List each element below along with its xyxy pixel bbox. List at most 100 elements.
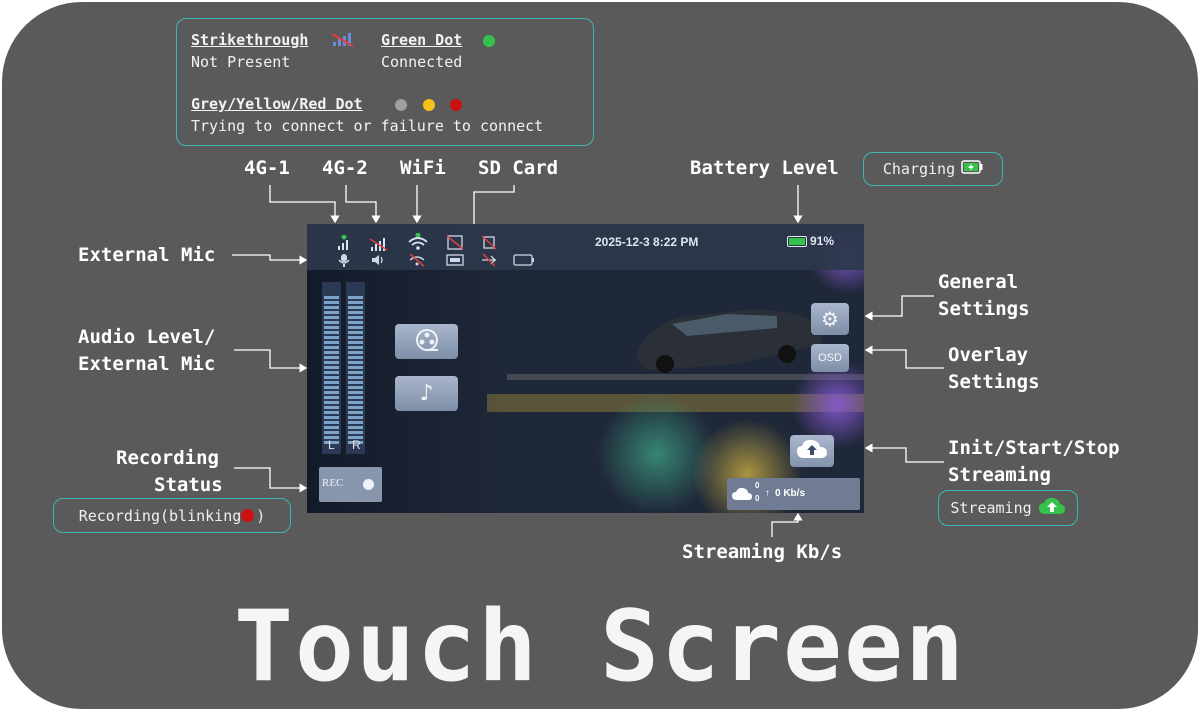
label-external-mic: External Mic (78, 244, 216, 266)
audio-meter-segment (324, 306, 339, 309)
recording-text: Recording(blinking (78, 506, 242, 525)
audio-meter-segment (348, 396, 363, 399)
label-4g-2: 4G-2 (322, 157, 368, 179)
label-overlay-line1: Overlay (948, 344, 1029, 366)
audio-meter-segment (324, 326, 339, 329)
audio-meter-segment (348, 376, 363, 379)
audio-meter-segment (348, 336, 363, 339)
record-button[interactable]: REC (319, 467, 382, 502)
audio-meter-segment (324, 316, 339, 319)
label-general-line1: General (938, 271, 1019, 293)
date-time: 2025-12-3 8:22 PM (595, 235, 699, 249)
legend-multi-label: Grey/Yellow/Red Dot (191, 95, 363, 113)
wifi-icon (407, 232, 428, 250)
audio-meter-segment (348, 406, 363, 409)
audio-meter-segment (348, 436, 363, 439)
audio-meter-segment (348, 296, 363, 299)
charging-pill: Charging (863, 152, 1003, 186)
green-dot-icon (483, 35, 495, 47)
audio-meter-segment (324, 371, 339, 374)
audio-meter-segment (324, 361, 339, 364)
label-streaming-kbs: Streaming Kb/s (682, 541, 843, 563)
audio-meter-segment (324, 346, 339, 349)
audio-meter-segment (324, 336, 339, 339)
strikethrough-signal-icon (331, 33, 354, 51)
audio-meter-segment (324, 411, 339, 414)
audio-meter-segment (348, 416, 363, 419)
red-dot-icon (450, 99, 462, 111)
battery-indicator: 91% (787, 234, 834, 248)
legend-strikethrough-desc: Not Present (191, 53, 291, 71)
audio-meter-segment (348, 371, 363, 374)
audio-meter-segment (348, 421, 363, 424)
page-title: Touch Screen (233, 590, 966, 704)
legend-green-desc: Connected (381, 53, 463, 71)
streaming-pill: Streaming (938, 490, 1078, 526)
wifi-off-icon (407, 252, 427, 268)
racing-car-background (307, 224, 864, 513)
label-recording-line2: Status (154, 474, 223, 496)
osd-button[interactable]: OSD (811, 344, 849, 372)
general-settings-button[interactable]: ⚙ (811, 303, 849, 335)
label-audio-level-line1: Audio Level/ (78, 326, 216, 348)
label-4g-1: 4G-1 (244, 157, 290, 179)
label-wifi: WiFi (400, 157, 446, 179)
streaming-text: Streaming (950, 499, 1032, 517)
label-streaming-line2: Streaming (948, 464, 1051, 486)
label-general-line2: Settings (938, 298, 1030, 320)
signal-4g-2-icon (369, 236, 389, 252)
speaker-icon (369, 252, 389, 268)
status-bar: 2025-12-3 8:22 PM 91% (307, 224, 864, 270)
streaming-kbs-indicator: 0 0 ↑ 0 Kb/s (727, 478, 860, 510)
rec-label: REC (322, 477, 344, 489)
gear-icon: ⚙ (821, 307, 839, 331)
streaming-button[interactable] (790, 435, 834, 467)
audio-meter-segment (324, 406, 339, 409)
label-recording-line1: Recording (116, 447, 219, 469)
upload-arrow-icon: ↑ (765, 488, 770, 499)
audio-meter-right (346, 282, 365, 454)
audio-meter-segment (324, 436, 339, 439)
label-audio-level-line2: External Mic (78, 353, 216, 375)
battery-percent: 91% (810, 234, 835, 248)
audio-meter-segment (324, 341, 339, 344)
audio-meter-segment (348, 361, 363, 364)
audio-meter-segment (348, 306, 363, 309)
audio-meter-segment (324, 441, 339, 444)
audio-meter-segment (324, 421, 339, 424)
legend-multi-desc: Trying to connect or failure to connect (191, 117, 544, 135)
audio-meter-segment (348, 366, 363, 369)
audio-meter-segment (348, 311, 363, 314)
audio-meter-segment (324, 321, 339, 324)
audio-meter-segment (324, 351, 339, 354)
legend-strikethrough-label: Strikethrough (191, 31, 309, 49)
device-touch-screen: 2025-12-3 8:22 PM 91% L R ♪ ⚙ (307, 224, 864, 513)
kbs-upper-count: 0 (755, 481, 760, 490)
network-off-icon (479, 235, 499, 251)
audio-meter-segment (324, 391, 339, 394)
audio-meter-segment (324, 431, 339, 434)
audio-meter-segment (324, 366, 339, 369)
audio-meter-segment (324, 311, 339, 314)
audio-meter-segment (324, 376, 339, 379)
music-button[interactable]: ♪ (395, 376, 458, 411)
film-reel-icon (414, 327, 440, 357)
battery-fill (789, 237, 806, 245)
audio-meter-segment (348, 321, 363, 324)
audio-meter-segment (324, 301, 339, 304)
osd-button-label: OSD (818, 352, 842, 364)
microphone-icon (334, 252, 354, 268)
kbs-lower-count: 0 (755, 494, 760, 503)
audio-meter-segment (348, 356, 363, 359)
audio-meter-segment (348, 341, 363, 344)
signal-4g-1-icon (334, 234, 354, 251)
audio-meter-segment (324, 396, 339, 399)
video-file-button[interactable] (395, 324, 458, 359)
red-dot-icon (241, 509, 255, 522)
audio-meter-segment (348, 426, 363, 429)
external-battery-icon (513, 252, 534, 268)
audio-meter-segment (324, 296, 339, 299)
audio-meter-segment (324, 356, 339, 359)
